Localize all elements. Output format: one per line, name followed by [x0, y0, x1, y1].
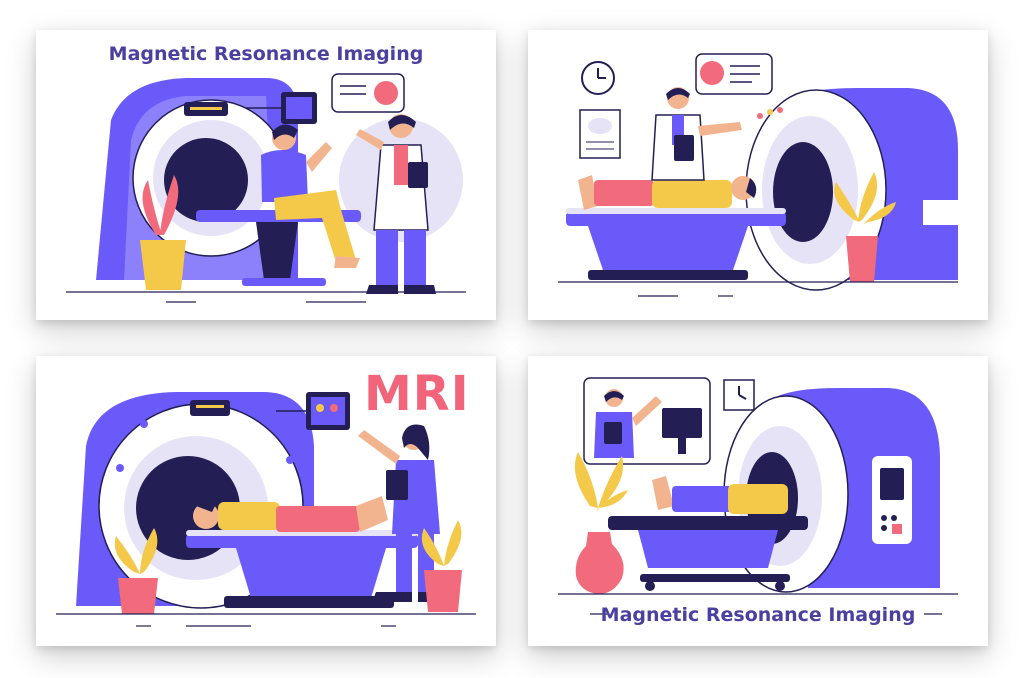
plant-pot — [846, 236, 878, 282]
clipboard — [674, 135, 694, 161]
plant-vase — [575, 532, 624, 594]
card-title: Magnetic Resonance Imaging — [600, 604, 916, 626]
scanner-table — [186, 534, 418, 548]
scanner-table — [566, 212, 786, 226]
mri-heading: MRI — [364, 366, 470, 422]
clipboard — [604, 422, 622, 444]
plant-leaf — [114, 536, 140, 574]
scanner-table — [608, 516, 808, 530]
patient-legs — [274, 190, 356, 262]
doctor-leg — [376, 230, 398, 285]
mri-monitor-scene — [558, 377, 958, 615]
brain-icon — [700, 61, 724, 85]
clipboard — [386, 470, 408, 500]
doctor-patient-table-scene — [558, 53, 958, 297]
clipboard — [408, 162, 428, 188]
brain-icon — [374, 81, 398, 105]
card-title: Magnetic Resonance Imaging — [108, 43, 424, 65]
computer-monitor — [662, 408, 702, 438]
plant-leaf — [834, 182, 860, 222]
patient-legs — [672, 486, 732, 512]
patient-torso — [652, 180, 732, 208]
patient-torso — [218, 502, 280, 530]
illustration-card-4: Magnetic Resonance Imaging — [528, 356, 988, 646]
patient-legs — [276, 506, 360, 532]
mri-consultation-scene — [66, 73, 466, 303]
patient-legs — [594, 180, 654, 206]
plant-pot — [118, 578, 158, 614]
plant-pot — [140, 240, 186, 290]
patient-torso — [261, 150, 308, 202]
illustration-card-1: Magnetic Resonance Imaging — [36, 30, 496, 320]
illustration-card-2 — [528, 30, 988, 320]
illustration-card-3: MRI — [36, 356, 496, 646]
mri-bore — [164, 138, 248, 222]
mri-bore — [773, 142, 833, 242]
patient-torso — [728, 484, 788, 514]
plant-leaf — [574, 452, 598, 508]
plant-leaf — [142, 180, 162, 235]
mri-patient-scene — [56, 392, 476, 627]
